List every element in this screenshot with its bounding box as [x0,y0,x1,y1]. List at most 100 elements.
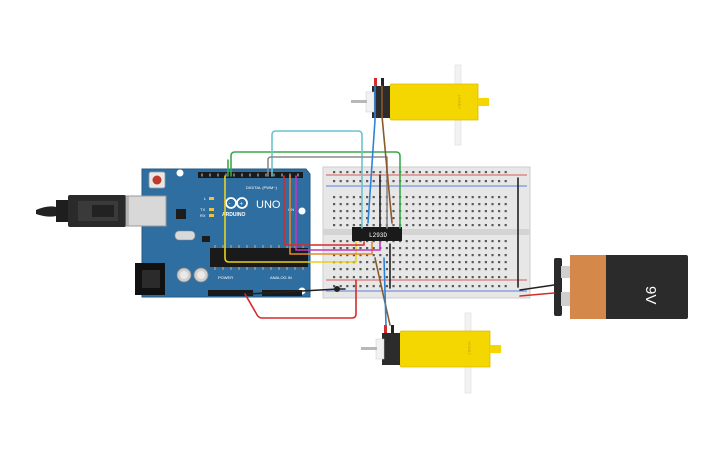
breadboard-hole [366,285,369,288]
breadboard-hole [438,180,441,183]
breadboard-hole [418,224,421,227]
breadboard-hole [392,196,395,199]
breadboard-hole [333,210,336,213]
breadboard-hole [379,261,382,264]
breadboard-hole [412,240,415,243]
breadboard-hole [339,210,342,213]
breadboard-hole [438,247,441,250]
breadboard-hole [458,217,461,220]
battery-9v[interactable]: 9V [554,255,688,319]
breadboard-hole [418,268,421,271]
breadboard-hole [471,261,474,264]
breadboard-hole [339,285,342,288]
breadboard-hole [451,285,454,288]
motor-top[interactable]: HOBBY [351,64,489,146]
breadboard-hole [458,285,461,288]
breadboard-hole [418,285,421,288]
breadboard-hole [451,203,454,206]
breadboard-hole [432,268,435,271]
breadboard-hole [478,254,481,257]
l-led-label: L [204,196,207,201]
breadboard-hole [405,224,408,227]
breadboard-hole [458,171,461,174]
breadboard-hole [465,254,468,257]
breadboard-hole [484,171,487,174]
breadboard-hole [412,196,415,199]
breadboard-hole [372,196,375,199]
breadboard-hole [478,285,481,288]
breadboard-hole [491,203,494,206]
breadboard-hole [465,276,468,279]
breadboard-hole [352,171,355,174]
breadboard-hole [412,247,415,250]
breadboard-hole [425,224,428,227]
breadboard-hole [438,210,441,213]
breadboard-hole [478,268,481,271]
breadboard-hole [392,240,395,243]
breadboard-hole [478,171,481,174]
breadboard-hole [445,285,448,288]
breadboard-hole [346,224,349,227]
on-led-label: ON [288,207,294,212]
breadboard-hole [471,196,474,199]
breadboard-hole [418,217,421,220]
breadboard-hole [392,268,395,271]
breadboard-hole [379,268,382,271]
breadboard-hole [451,180,454,183]
breadboard-hole [498,196,501,199]
breadboard-hole [478,217,481,220]
breadboard-hole [478,240,481,243]
breadboard-hole [346,171,349,174]
svg-text:+: + [240,202,244,208]
breadboard-hole [359,240,362,243]
breadboard-hole [412,224,415,227]
motor-bottom[interactable]: HOBBY [361,312,501,394]
arduino-uno-board[interactable]: DIGITAL (PWM~) - + ARDUINO UNO L TX RX O… [127,168,311,298]
breadboard-hole [339,196,342,199]
breadboard-hole [458,276,461,279]
breadboard-hole [425,254,428,257]
breadboard-hole [405,276,408,279]
breadboard-hole [458,224,461,227]
breadboard-hole [478,276,481,279]
breadboard-hole [465,247,468,250]
breadboard-hole [392,285,395,288]
breadboard-hole [465,180,468,183]
breadboard-hole [412,276,415,279]
breadboard-hole [504,196,507,199]
breadboard-hole [346,276,349,279]
breadboard-hole [405,261,408,264]
breadboard-hole [359,210,362,213]
breadboard-hole [425,276,428,279]
breadboard-hole [333,203,336,206]
breadboard-hole [352,210,355,213]
breadboard-hole [352,240,355,243]
breadboard-hole [445,247,448,250]
breadboard-hole [385,261,388,264]
breadboard-hole [399,261,402,264]
breadboard-hole [333,285,336,288]
breadboard-hole [438,196,441,199]
breadboard-hole [465,217,468,220]
breadboard-hole [412,210,415,213]
breadboard-hole [478,180,481,183]
breadboard-hole [458,254,461,257]
breadboard-hole [445,203,448,206]
breadboard-hole [405,217,408,220]
breadboard-hole [504,240,507,243]
breadboard-hole [412,180,415,183]
breadboard-hole [445,180,448,183]
breadboard-hole [366,217,369,220]
l293d-driver-chip[interactable]: L293D [352,227,402,241]
arduino-model-label: UNO [256,199,281,211]
breadboard-hole [504,203,507,206]
breadboard-hole [412,261,415,264]
breadboard-hole [432,217,435,220]
breadboard-hole [498,276,501,279]
breadboard-hole [432,240,435,243]
breadboard-hole [372,240,375,243]
breadboard-hole [366,180,369,183]
breadboard-hole [339,180,342,183]
breadboard-hole [458,210,461,213]
breadboard-hole [498,254,501,257]
